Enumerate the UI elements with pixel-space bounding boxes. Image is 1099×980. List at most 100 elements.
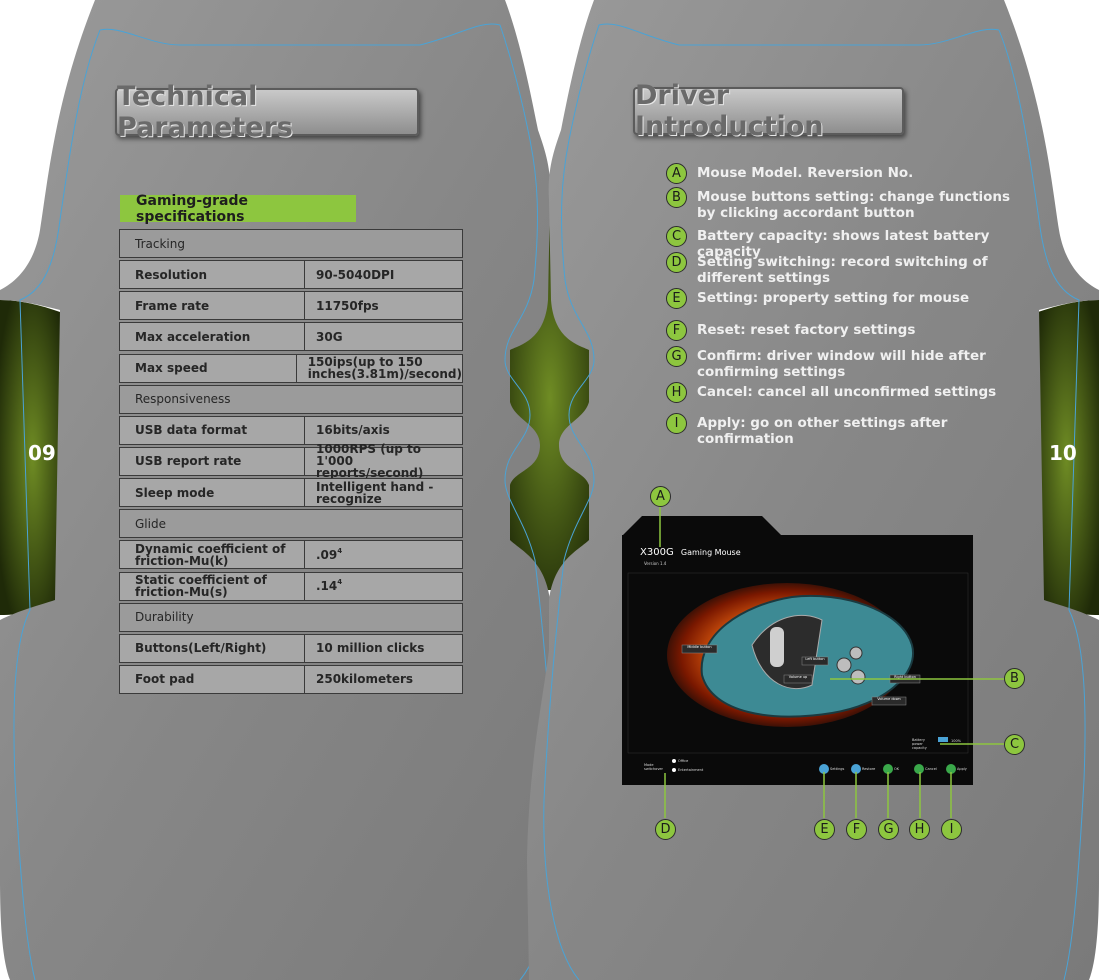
legend-item: B Mouse buttons setting: change functions…: [666, 187, 1032, 221]
legend-item: A Mouse Model. Reversion No.: [666, 163, 1032, 184]
spec-value-text: 90-5040DPI: [316, 267, 395, 282]
mode-entertainment[interactable]: Entertainment: [678, 768, 704, 772]
callout-badge-e: E: [814, 819, 835, 840]
legend-text: Setting: property setting for mouse: [697, 290, 970, 306]
spec-value-text: 10 million clicks: [316, 641, 425, 656]
spec-section-row: Tracking: [119, 229, 463, 258]
spec-value-text: .14: [316, 579, 338, 594]
spec-value: 16bits/axis: [305, 417, 462, 444]
legend-text: Mouse buttons setting: change functions …: [697, 189, 1011, 221]
spec-value: 1000RPS (up to 1'000 reports/second): [305, 443, 462, 479]
spec-value: 250kilometers: [305, 666, 462, 693]
legend-item: E Setting: property setting for mouse: [666, 288, 1032, 309]
spec-section-label: Tracking: [135, 236, 185, 251]
action-restore[interactable]: Restore: [862, 767, 876, 771]
callout-badge-d: D: [655, 819, 676, 840]
spec-value-text: 11750fps: [316, 298, 379, 313]
spec-section-row: Glide: [119, 509, 463, 539]
legend-letter-badge: A: [666, 163, 687, 184]
mode-office[interactable]: Office: [678, 759, 689, 763]
legend-text: Confirm: driver window will hide after c…: [697, 348, 986, 380]
legend-item: H Cancel: cancel all unconfirmed settings: [666, 382, 1032, 403]
action-apply[interactable]: Apply: [957, 767, 967, 771]
legend-item: D Setting switching: record switching of …: [666, 252, 1032, 286]
battery-label: Battery power capacity: [912, 738, 927, 750]
spec-label: USB data format: [120, 416, 305, 444]
action-ok[interactable]: OK: [894, 767, 900, 771]
legend-text: Cancel: cancel all unconfirmed settings: [697, 384, 997, 400]
legend-letter-badge: E: [666, 288, 687, 309]
spec-value: 150ips(up to 150 inches(3.81m)/second): [297, 355, 462, 382]
legend-item: C Battery capacity: shows latest battery …: [666, 226, 1032, 260]
spec-value-text: 250kilometers: [316, 672, 414, 687]
legend-letter-badge: D: [666, 252, 687, 273]
label-left-button: Left button: [805, 657, 825, 661]
spec-value-text: 16bits/axis: [316, 423, 390, 438]
spec-row: Dynamic coefficient of friction-Mu(k).09…: [119, 540, 463, 570]
spec-label: Frame rate: [120, 292, 305, 320]
legend-letter-badge: H: [666, 382, 687, 403]
spec-value: 11750fps: [305, 292, 462, 319]
callout-badge-g: G: [878, 819, 899, 840]
spec-row: Frame rate 11750fps: [119, 291, 463, 321]
spec-section-row: Responsiveness: [119, 384, 463, 414]
spec-row: Max acceleration 30G: [119, 322, 463, 352]
spec-row: Buttons(Left/Right) 10 million clicks: [119, 633, 463, 663]
legend-letter-badge: B: [666, 187, 687, 208]
spec-label: Buttons(Left/Right): [120, 634, 305, 662]
spec-label: USB report rate: [120, 447, 305, 475]
page-number-right: 10: [1049, 441, 1077, 465]
spec-section-label: Durability: [135, 610, 194, 625]
legend-letter-badge: I: [666, 413, 687, 434]
spec-value: 30G: [305, 323, 462, 350]
label-middle-button: Middle button: [687, 645, 712, 649]
legend-text: Battery capacity: shows latest battery c…: [697, 228, 990, 260]
right-side-tab: [1034, 300, 1099, 615]
spec-row: Resolution 90-5040DPI: [119, 260, 463, 290]
battery-value: 100%: [951, 739, 962, 743]
screenshot-title: X300G Gaming Mouse: [640, 547, 741, 558]
spec-value-text: 30G: [316, 329, 343, 344]
label-right-button: Right button: [894, 675, 916, 679]
mode-label: Mode switchover: [644, 763, 663, 771]
screenshot-version: Version 1.4: [644, 561, 667, 566]
callout-badge-i: I: [941, 819, 962, 840]
legend-text: Setting switching: record switching of d…: [697, 254, 988, 286]
legend-letter-badge: C: [666, 226, 687, 247]
spec-label: Static coefficient of friction-Mu(s): [120, 572, 305, 600]
spec-label: Max speed: [120, 354, 297, 382]
spec-label: Max acceleration: [120, 323, 305, 351]
legend-letter-badge: G: [666, 346, 687, 367]
action-cancel[interactable]: Cancel: [925, 767, 937, 771]
spec-value-text: .09: [316, 547, 338, 562]
left-side-tab: [0, 300, 65, 615]
screenshot-model: X300G: [640, 547, 674, 558]
callout-badge-h: H: [909, 819, 930, 840]
driver-screenshot: X300G Gaming Mouse Version 1.4: [622, 535, 973, 785]
spec-value: 90-5040DPI: [305, 261, 462, 288]
callout-badge-f: F: [846, 819, 867, 840]
legend-text: Mouse Model. Reversion No.: [697, 165, 914, 181]
legend-text: Reset: reset factory settings: [697, 322, 916, 338]
spec-label: Resolution: [120, 261, 305, 289]
callout-badge-b: B: [1004, 668, 1025, 689]
spec-section-row: Durability: [119, 602, 463, 632]
battery-bar: [938, 737, 948, 742]
action-settings[interactable]: Settings: [830, 767, 845, 771]
spec-section-label: Glide: [135, 516, 166, 531]
specs-subheading: Gaming-grade specifications: [120, 193, 356, 225]
screenshot-product: Gaming Mouse: [680, 548, 741, 557]
spec-row: USB data format 16bits/axis: [119, 415, 463, 445]
spec-section-label: Responsiveness: [135, 392, 231, 407]
spec-value-superscript: 4: [337, 546, 343, 555]
callout-badge-c: C: [1004, 734, 1025, 755]
spec-label: Sleep mode: [120, 479, 305, 507]
